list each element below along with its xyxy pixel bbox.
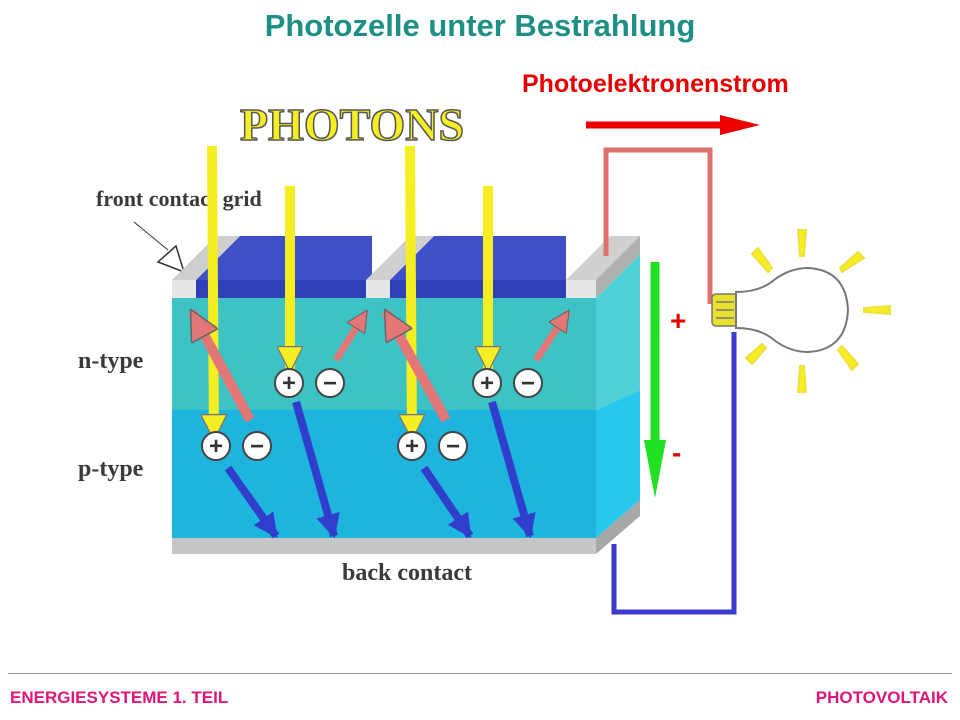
electron-symbol: − (521, 370, 535, 397)
current-direction-arrow (586, 115, 760, 135)
electron-symbol: − (446, 433, 460, 460)
electron-arrow (292, 400, 340, 539)
electron-arrow (420, 465, 474, 539)
electron-hole-pair: + − (397, 431, 468, 461)
circuit-wire-top (603, 147, 713, 304)
footer-section-title: PHOTOVOLTAIK (815, 688, 948, 707)
electron-symbol: − (323, 370, 337, 397)
p-type-label: p-type (78, 456, 144, 482)
front-contact-pointer-arrow (132, 220, 186, 274)
hole-arrow (381, 312, 451, 423)
hole-arrow (187, 312, 255, 423)
electron-arrow (224, 465, 280, 539)
positive-terminal-sign: + (670, 305, 686, 336)
voltage-arrow (644, 262, 666, 498)
hole-symbol: + (209, 433, 223, 460)
electron-hole-pair: + − (472, 368, 543, 398)
photons-label: PHOTONS (240, 99, 464, 150)
photocell-diagram: PHOTONS front contact grid n-type p-type… (78, 98, 891, 615)
footer-divider (8, 673, 952, 674)
carrier-pairs: + − + − + − + − (201, 368, 543, 461)
hole-symbol: + (282, 370, 296, 397)
n-type-label: n-type (78, 348, 144, 374)
hole-symbol: + (480, 370, 494, 397)
photon-arrow (410, 145, 412, 438)
hole-symbol: + (405, 433, 419, 460)
electron-hole-pair: + − (274, 368, 345, 398)
photocurrent-label: Photoelektronenstrom (522, 70, 789, 98)
light-bulb-icon (711, 229, 891, 393)
circuit-wire-bottom (611, 332, 737, 615)
negative-terminal-sign: - (672, 437, 681, 468)
electron-symbol: − (250, 433, 264, 460)
hole-arrow (533, 312, 571, 362)
electron-arrow (488, 400, 536, 539)
footer-course-title: ENERGIESYSTEME 1. TEIL (10, 688, 229, 707)
slide-title: Photozelle unter Bestrahlung (264, 8, 696, 43)
photon-arrows (212, 145, 488, 438)
hole-arrows (187, 312, 571, 423)
hole-arrow (333, 312, 369, 362)
photon-arrow (212, 145, 214, 438)
front-contact-grid-label: front contact grid (96, 186, 262, 211)
electron-hole-pair: + − (201, 431, 272, 461)
back-contact-label: back contact (342, 560, 472, 586)
back-contact-layer (172, 538, 596, 554)
electron-arrows (224, 400, 536, 539)
